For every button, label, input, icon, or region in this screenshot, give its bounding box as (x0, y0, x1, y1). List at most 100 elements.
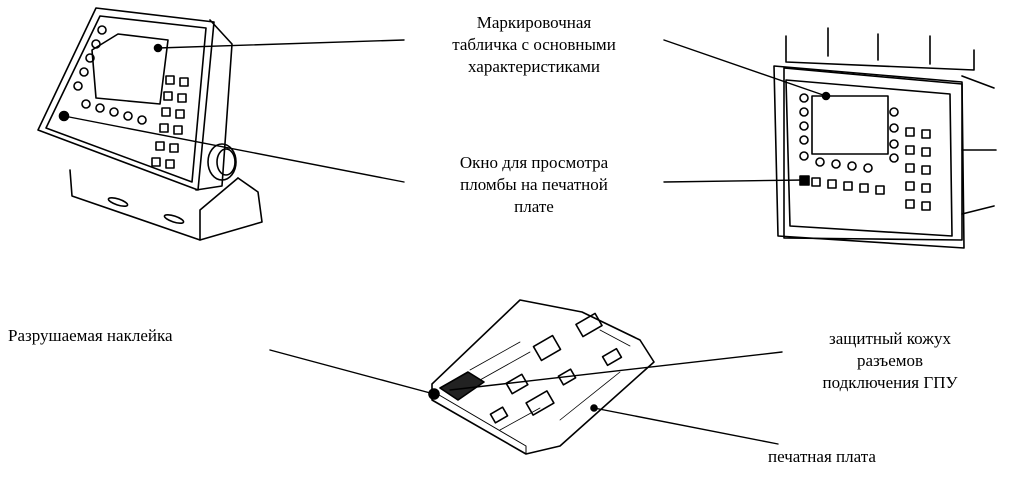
pcb-component (557, 368, 577, 386)
key (799, 93, 809, 103)
label-destructible-sticker-text: Разрушаемая наклейка (8, 326, 173, 345)
key (831, 159, 841, 169)
key (85, 53, 95, 63)
key (847, 161, 857, 171)
housing-front (37, 7, 215, 191)
desktop-indicator-device (37, 7, 263, 241)
label-connector-cover-line2: разъемов (856, 351, 924, 370)
side-knob (207, 143, 237, 181)
leader-line-nameplate-left (157, 39, 405, 49)
keypad-key (921, 147, 931, 157)
pcb-edge (433, 391, 527, 455)
keypad-key (921, 129, 931, 139)
keypad-key (921, 165, 931, 175)
leader-line-seal-left (63, 115, 405, 183)
key (95, 103, 105, 113)
key (91, 39, 101, 49)
keypad-key (175, 109, 185, 119)
keypad-key (151, 157, 161, 167)
leader-line-connector-cover (449, 351, 783, 391)
housing-depth (195, 19, 233, 191)
label-circuit-board: печатная плата (768, 446, 876, 468)
leader-line-circuit-board (593, 407, 779, 445)
stand-body (69, 169, 263, 241)
pcb-outline (431, 299, 655, 455)
keypad-key (905, 127, 915, 137)
label-nameplate: Маркировочная табличка с основными харак… (394, 12, 674, 78)
label-nameplate-line2: табличка с основными (452, 35, 616, 54)
key (799, 107, 809, 117)
leader-line-nameplate-right (663, 39, 827, 97)
stand-side (199, 177, 239, 241)
key (815, 157, 825, 167)
keypad-key (159, 123, 169, 133)
key (73, 81, 83, 91)
leader-line-sticker (269, 349, 435, 395)
key (799, 121, 809, 131)
label-seal-window-line2: пломбы на печатной (460, 175, 608, 194)
keypad-key (921, 183, 931, 193)
label-nameplate-line1: Маркировочная (476, 13, 592, 32)
housing-inner-edge (45, 15, 207, 183)
leader-line-seal-right (663, 179, 805, 183)
pcb-traces (469, 329, 631, 431)
keypad-key (905, 145, 915, 155)
key (889, 123, 899, 133)
label-connector-cover-line3: подключения ГПУ (822, 373, 958, 392)
key (889, 139, 899, 149)
keypad-key (843, 181, 853, 191)
leader-lines (63, 39, 827, 445)
connector-cover (439, 371, 485, 401)
keypad-key (905, 163, 915, 173)
keypad-key (921, 201, 931, 211)
indicator-display (91, 33, 169, 105)
keypad-key (179, 77, 189, 87)
key (81, 99, 91, 109)
mounting-rods (785, 27, 997, 215)
keypad-key (827, 179, 837, 189)
label-seal-window: Окно для просмотра пломбы на печатной пл… (404, 152, 664, 218)
pcb-component (525, 390, 555, 416)
label-connector-cover-line1: защитный кожух (829, 329, 951, 348)
label-nameplate-line3: характеристиками (468, 57, 600, 76)
pcb-component (575, 312, 603, 338)
key (863, 163, 873, 173)
label-connector-cover: защитный кожух разъемов подключения ГПУ (770, 328, 1010, 394)
stand-slot-right (163, 213, 185, 225)
housing-depth (783, 67, 963, 241)
pcb-component (505, 373, 529, 395)
stand-slot-left (107, 196, 129, 208)
key (109, 107, 119, 117)
keypad-key (905, 199, 915, 209)
keypad-key (811, 177, 821, 187)
pcb-component (532, 334, 562, 362)
front-frame (773, 65, 965, 249)
key (79, 67, 89, 77)
printed-circuit-board (428, 299, 655, 455)
keypad-key (859, 183, 869, 193)
key (889, 107, 899, 117)
keypad-key (155, 141, 165, 151)
keypad-key (177, 93, 187, 103)
key (137, 115, 147, 125)
keypad-key (165, 75, 175, 85)
side-knob-face (216, 148, 236, 176)
panel-mount-device (773, 27, 997, 249)
key (799, 135, 809, 145)
label-destructible-sticker: Разрушаемая наклейка (8, 325, 173, 347)
label-seal-window-line3: плате (514, 197, 554, 216)
key (123, 111, 133, 121)
label-circuit-board-text: печатная плата (768, 447, 876, 466)
key (889, 153, 899, 163)
pcb-component (489, 406, 509, 424)
label-seal-window-line1: Окно для просмотра (459, 153, 609, 172)
keypad-key (169, 143, 179, 153)
keypad-key (905, 181, 915, 191)
keypad-key (165, 159, 175, 169)
keypad-key (173, 125, 183, 135)
front-frame-inner (785, 79, 953, 237)
key (799, 151, 809, 161)
keypad-key (161, 107, 171, 117)
keypad-key (875, 185, 885, 195)
